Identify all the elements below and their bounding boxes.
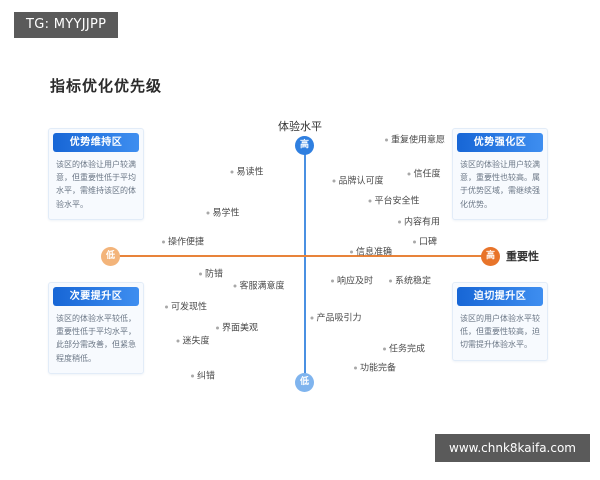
quadrant-card-description: 该区的体验让用户较满意，重要性也较高。属于优势区域，需继续强化优势。 [460, 160, 540, 209]
y-axis-low-marker: 低 [295, 373, 314, 392]
data-point-dot-icon [190, 374, 194, 377]
quadrant-card-bottom-left: 次要提升区 该区的体验水平较低，重要性低于平均水平，此部分需改善，但紧急程度稍低… [48, 282, 144, 374]
data-point-dot-icon [407, 172, 411, 175]
data-point-label: 平台安全性 [374, 196, 420, 207]
data-point: 任务完成 [382, 342, 426, 355]
data-point-dot-icon [368, 199, 372, 202]
x-axis-line [110, 255, 490, 257]
quadrant-card-description: 该区的体验让用户较满意，但重要性低于平均水平，需维持该区的体验水平。 [56, 160, 136, 209]
quadrant-card-title: 优势强化区 [457, 133, 543, 152]
data-point-label: 易学性 [212, 208, 240, 219]
data-point-label: 产品吸引力 [316, 313, 362, 324]
watermark: www.chnk8kaifa.com [435, 434, 590, 462]
data-point-dot-icon [353, 366, 357, 369]
data-point-dot-icon [330, 279, 334, 282]
data-point-label: 重复使用意愿 [390, 135, 446, 146]
data-point-label: 迷失度 [182, 336, 210, 347]
data-point: 易读性 [230, 165, 264, 178]
data-point-dot-icon [384, 138, 388, 141]
data-point: 系统稳定 [388, 274, 432, 287]
data-point-dot-icon [412, 240, 416, 243]
data-point-label: 纠错 [196, 371, 216, 382]
data-point-dot-icon [310, 316, 314, 319]
data-point: 口碑 [412, 235, 438, 248]
data-point-label: 任务完成 [388, 344, 426, 355]
x-axis-label: 重要性 [506, 250, 539, 263]
data-point: 纠错 [190, 369, 216, 382]
quadrant-card-title: 迫切提升区 [457, 287, 543, 306]
data-point: 界面美观 [215, 321, 259, 334]
data-point-dot-icon [161, 240, 165, 243]
data-point-dot-icon [388, 279, 392, 282]
quadrant-card-top-right: 优势强化区 该区的体验让用户较满意，重要性也较高。属于优势区域，需继续强化优势。 [452, 128, 548, 220]
quadrant-card-description: 该区的体验水平较低，重要性低于平均水平，此部分需改善，但紧急程度稍低。 [56, 314, 136, 363]
page-title: 指标优化优先级 [50, 77, 163, 95]
data-point-dot-icon [206, 211, 210, 214]
y-axis-high-marker: 高 [295, 136, 314, 155]
data-point-label: 系统稳定 [394, 276, 432, 287]
data-point-dot-icon [382, 347, 386, 350]
data-point-label: 防错 [204, 269, 224, 280]
data-point-dot-icon [233, 284, 237, 287]
data-point: 防错 [198, 267, 224, 280]
data-point: 可发现性 [164, 300, 208, 313]
data-point: 迷失度 [176, 334, 210, 347]
data-point: 品牌认可度 [332, 174, 384, 187]
data-point: 内容有用 [397, 215, 441, 228]
data-point-dot-icon [332, 179, 336, 182]
data-point-dot-icon [215, 326, 219, 329]
data-point-dot-icon [164, 305, 168, 308]
tag-badge: TG: MYYJJPP [14, 12, 119, 38]
data-point: 客服满意度 [233, 279, 285, 292]
data-point-label: 信任度 [413, 169, 441, 180]
data-point: 功能完备 [353, 361, 397, 374]
data-point-label: 易读性 [236, 167, 264, 178]
data-point-label: 可发现性 [170, 302, 208, 313]
data-point: 平台安全性 [368, 194, 420, 207]
data-point-label: 口碑 [418, 237, 438, 248]
data-point-dot-icon [349, 250, 353, 253]
data-point-label: 内容有用 [403, 217, 441, 228]
quadrant-chart: 高 低 低 高 体验水平 重要性 优势维持区 该区的体验让用户较满意，但重要性低… [0, 100, 600, 400]
data-point-label: 客服满意度 [239, 281, 285, 292]
data-point-label: 界面美观 [221, 323, 259, 334]
quadrant-card-bottom-right: 迫切提升区 该区的用户体验水平较低，但重要性较高，迫切需提升体验水平。 [452, 282, 548, 361]
data-point-label: 功能完备 [359, 363, 397, 374]
data-point-label: 操作便捷 [167, 237, 205, 248]
quadrant-card-title: 次要提升区 [53, 287, 139, 306]
quadrant-card-description: 该区的用户体验水平较低，但重要性较高，迫切需提升体验水平。 [460, 314, 540, 350]
data-point-label: 信息准确 [355, 247, 393, 258]
quadrant-card-top-left: 优势维持区 该区的体验让用户较满意，但重要性低于平均水平，需维持该区的体验水平。 [48, 128, 144, 220]
data-point: 信息准确 [349, 245, 393, 258]
data-point: 响应及时 [330, 274, 374, 287]
x-axis-high-marker: 高 [481, 247, 500, 266]
data-point: 易学性 [206, 206, 240, 219]
data-point-label: 响应及时 [336, 276, 374, 287]
quadrant-card-title: 优势维持区 [53, 133, 139, 152]
x-axis-low-marker: 低 [101, 247, 120, 266]
data-point: 产品吸引力 [310, 311, 362, 324]
data-point-dot-icon [176, 339, 180, 342]
data-point-dot-icon [397, 220, 401, 223]
data-point: 重复使用意愿 [384, 133, 446, 146]
data-point-label: 品牌认可度 [338, 176, 384, 187]
y-axis-line [304, 143, 306, 382]
data-point-dot-icon [230, 170, 234, 173]
y-axis-label: 体验水平 [278, 120, 322, 133]
data-point: 操作便捷 [161, 235, 205, 248]
data-point-dot-icon [198, 272, 202, 275]
data-point: 信任度 [407, 167, 441, 180]
